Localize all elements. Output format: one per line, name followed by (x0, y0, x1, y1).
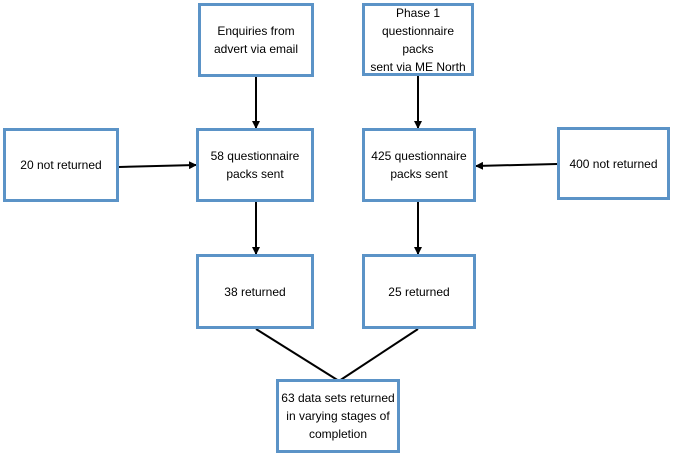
phase1-line-2: sent via ME North (370, 59, 466, 74)
data-sets-box: 63 data sets returned in varying stages … (276, 379, 400, 453)
line-38-returned-to-data-sets (255, 328, 340, 382)
packs-425-line-2: packs sent (390, 167, 448, 181)
packs-58-box: 58 questionnaire packs sent (196, 128, 314, 202)
enquiries-line-1: Enquiries from (217, 24, 295, 38)
phase1-line-1: questionnaire packs (381, 23, 455, 56)
returned-38-box: 38 returned (196, 254, 314, 329)
packs-58-line-2: packs sent (226, 167, 284, 181)
data-sets-line-1: 63 data sets returned (281, 391, 395, 405)
phase1-box: Phase 1 questionnaire packs sent via ME … (362, 3, 474, 76)
returned-25-label: 25 returned (388, 284, 450, 299)
packs-425-box: 425 questionnaire packs sent (362, 128, 476, 202)
data-sets-line-2: in varying stages of (286, 409, 390, 423)
packs-58-line-1: 58 questionnaire (210, 149, 300, 163)
not-returned-left-box: 20 not returned (3, 128, 119, 202)
arrow-400-not-returned-to-425-packs (475, 161, 558, 170)
not-returned-right-box: 400 not returned (557, 127, 670, 200)
not-returned-right-label: 400 not returned (569, 156, 658, 171)
arrow-20-not-returned-to-58-packs (118, 161, 197, 170)
returned-25-box: 25 returned (362, 254, 476, 329)
phase1-title: Phase 1 (395, 5, 441, 20)
returned-38-label: 38 returned (224, 284, 286, 299)
line-25-returned-to-data-sets (338, 328, 419, 382)
enquiries-box: Enquiries from advert via email (198, 3, 314, 77)
data-sets-line-3: completion (308, 427, 368, 441)
not-returned-left-label: 20 not returned (20, 158, 102, 172)
packs-425-line-1: 425 questionnaire (371, 149, 467, 163)
enquiries-line-2: advert via email (213, 42, 299, 56)
